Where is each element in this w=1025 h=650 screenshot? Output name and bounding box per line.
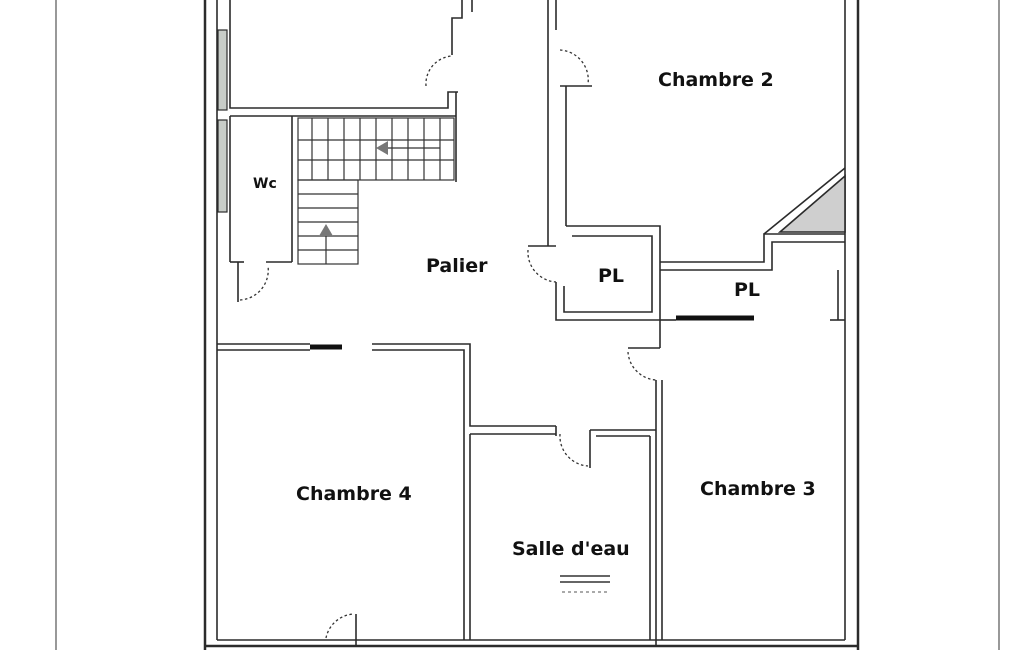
staircase [297, 117, 455, 265]
label-chambre3: Chambre 3 [700, 478, 816, 500]
door-pl1 [527, 249, 557, 283]
basin-icon [560, 575, 610, 593]
label-pl1: PL [598, 265, 624, 287]
label-wc: Wc [253, 176, 277, 192]
wall-upper-room-jog [451, 0, 463, 55]
label-chambre2: Chambre 2 [658, 69, 774, 91]
shaft-line [763, 167, 846, 235]
window-left-lower [217, 119, 228, 213]
wall-ch2-bottom [660, 233, 845, 263]
wall-pl1-inner [563, 235, 653, 313]
stair-arrow-up-icon [319, 224, 333, 236]
door-chambre4-bottom [325, 613, 355, 639]
stair-arrow-left-icon [376, 141, 388, 155]
door-upper-room [425, 55, 453, 87]
wall-ch4-top-right [372, 343, 556, 427]
wall-ch2-bottom-inner [660, 241, 845, 271]
wall-ch4-top-right-b [372, 349, 465, 640]
door-chambre2 [559, 49, 589, 85]
door-salle-eau [559, 433, 589, 467]
label-chambre4: Chambre 4 [296, 483, 412, 505]
door-wc [239, 265, 269, 301]
label-salle-eau: Salle d'eau [512, 538, 630, 560]
door-chambre3 [627, 351, 657, 381]
duct-shaft [777, 174, 846, 233]
window-left-upper [217, 29, 228, 111]
wall-upper-room [229, 0, 458, 109]
label-palier: Palier [426, 255, 488, 277]
label-pl2: PL [734, 279, 760, 301]
